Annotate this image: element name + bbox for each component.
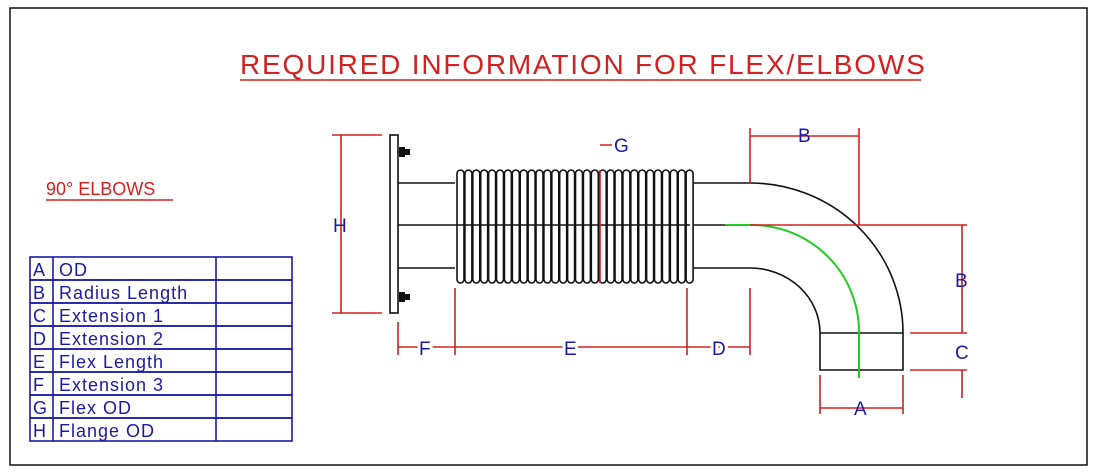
- convolution: [456, 169, 465, 284]
- convolution: [535, 169, 544, 284]
- convolution: [606, 169, 615, 284]
- table-row: B Radius Length: [29, 279, 293, 304]
- page-title: REQUIRED INFORMATION FOR FLEX/ELBOWS: [240, 49, 927, 80]
- convolution: [677, 169, 687, 284]
- convolution: [629, 169, 639, 284]
- table-row: A OD: [29, 256, 293, 281]
- convolution: [645, 169, 655, 284]
- convolution: [661, 169, 671, 284]
- convolution: [582, 169, 592, 284]
- row-name: Flange OD: [59, 421, 155, 441]
- dim-b: [749, 128, 967, 398]
- row-letter: B: [33, 283, 46, 303]
- convolution: [669, 169, 679, 284]
- label-b-right: B: [955, 271, 968, 292]
- row-letter: F: [33, 375, 45, 395]
- convolution: [543, 169, 552, 284]
- convolution: [637, 169, 647, 284]
- bolt-icon: [399, 292, 410, 302]
- convolution: [503, 169, 513, 284]
- table-row: H Flange OD: [29, 417, 293, 442]
- convolution: [550, 169, 560, 284]
- dim-bottom: [397, 288, 751, 355]
- label-d: D: [712, 339, 726, 360]
- convolution: [558, 169, 568, 284]
- label-e: E: [564, 339, 577, 360]
- table-row: G Flex OD: [29, 394, 293, 419]
- convolution: [622, 169, 631, 284]
- label-c: C: [955, 343, 969, 364]
- convolution: [487, 169, 497, 284]
- convolution: [519, 169, 529, 284]
- row-name: Extension 1: [59, 306, 164, 326]
- dim-g: [599, 144, 612, 283]
- centerline: [725, 224, 860, 378]
- row-letter: H: [33, 421, 47, 441]
- row-name: Radius Length: [59, 283, 188, 303]
- elbow: [749, 182, 904, 371]
- convolution: [479, 169, 489, 284]
- table-row: C Extension 1: [29, 302, 293, 327]
- row-letter: E: [33, 352, 46, 372]
- dim-a: [819, 375, 904, 414]
- row-letter: D: [33, 329, 47, 349]
- row-name: Extension 3: [59, 375, 164, 395]
- convolution: [566, 169, 576, 284]
- convolution: [653, 169, 663, 284]
- label-g: G: [614, 136, 629, 157]
- row-letter: G: [33, 398, 48, 418]
- convolution: [527, 169, 536, 284]
- dim-h: [332, 134, 382, 314]
- row-name: Extension 2: [59, 329, 164, 349]
- bolt-icon: [399, 147, 410, 157]
- convolution: [590, 169, 600, 284]
- flange: [389, 134, 399, 314]
- convolution: [495, 169, 505, 284]
- convolution: [614, 169, 623, 284]
- row-letter: A: [33, 260, 46, 280]
- convolution: [464, 169, 473, 284]
- table-row: E Flex Length: [29, 348, 293, 373]
- flex-bellows: [455, 169, 694, 284]
- convolution: [685, 169, 694, 284]
- sheet-border: [9, 7, 1088, 466]
- convolution: [574, 169, 584, 284]
- convolution: [471, 169, 481, 284]
- row-name: Flex Length: [59, 352, 164, 372]
- row-name: Flex OD: [59, 398, 132, 418]
- label-b-top: B: [798, 126, 811, 147]
- row-name: OD: [59, 260, 88, 280]
- row-letter: C: [33, 306, 47, 326]
- label-f: F: [419, 339, 431, 360]
- table-row: F Extension 3: [29, 371, 293, 396]
- section-title: 90° ELBOWS: [46, 179, 155, 199]
- table-row: D Extension 2: [29, 325, 293, 350]
- label-h: H: [333, 216, 347, 237]
- convolution: [511, 169, 521, 284]
- pipe: [398, 182, 750, 269]
- label-a: A: [854, 399, 867, 420]
